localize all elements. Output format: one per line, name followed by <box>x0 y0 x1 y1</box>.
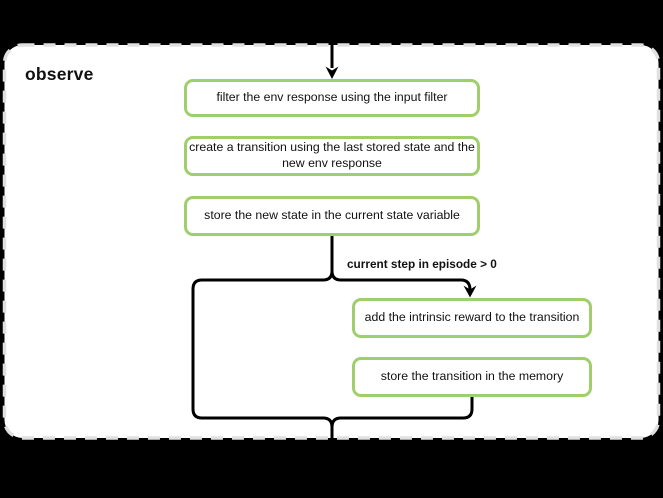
connector-condition-branch <box>330 270 472 291</box>
subgraph-title: observe <box>25 64 94 84</box>
condition-edge-label: current step in episode > 0 <box>347 257 497 271</box>
arrowhead-condition-branch <box>463 285 477 298</box>
node-label: create a transition using the last store… <box>189 140 475 170</box>
node-label: filter the env response using the input … <box>216 90 448 104</box>
arrowhead-entry <box>325 66 339 79</box>
node-label: store the transition in the memory <box>380 369 564 383</box>
node-store-transition: store the transition in the memory <box>352 357 592 397</box>
connector-store-transition-exit <box>330 397 474 449</box>
node-add-intrinsic-reward: add the intrinsic reward to the transiti… <box>352 298 592 338</box>
connector-skip-branch <box>191 236 334 449</box>
node-label: store the new state in the current state… <box>204 208 460 222</box>
node-store-new-state: store the new state in the current state… <box>184 196 480 236</box>
node-label: add the intrinsic reward to the transiti… <box>364 310 580 324</box>
node-create-transition: create a transition using the last store… <box>184 136 480 176</box>
node-filter-env-response: filter the env response using the input … <box>184 79 480 117</box>
